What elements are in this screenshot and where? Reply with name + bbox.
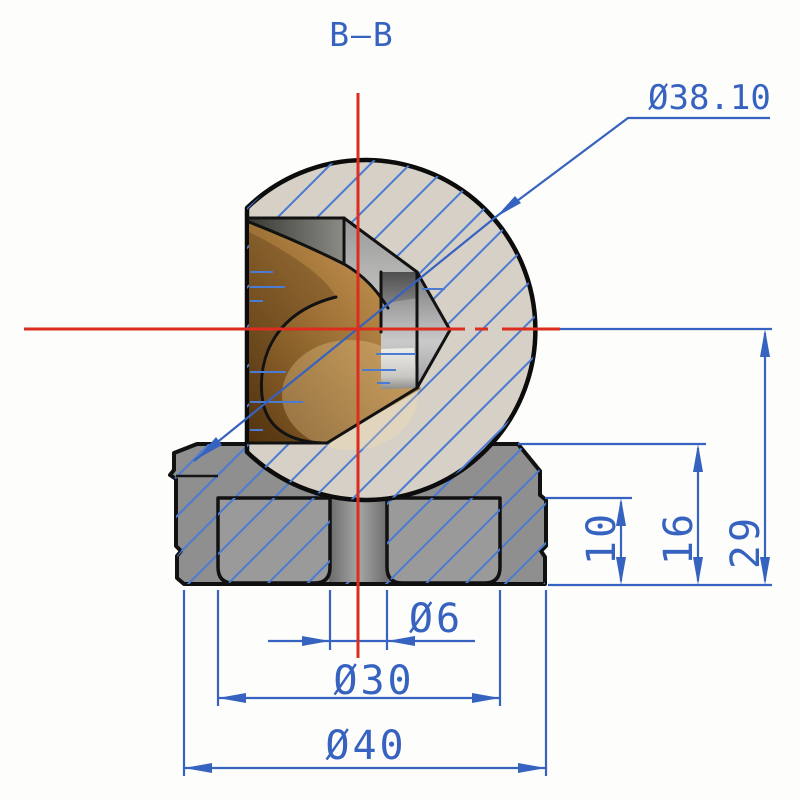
cavity-cone-surface [249, 220, 421, 443]
seat-block-right-hatching [387, 498, 500, 583]
dimension-ball-leader [193, 116, 770, 462]
cavity-edges [247, 216, 452, 445]
cavity-hatch-marks [250, 271, 445, 431]
cavity [247, 216, 452, 450]
leader-arrow-upper [496, 196, 521, 217]
section-title: B–B [329, 15, 395, 54]
leader-arrow-lower [197, 437, 222, 459]
dim-seat-diameter-label: Ø30 [333, 658, 414, 704]
centerlines [24, 93, 560, 658]
cavity-seat-shadow [249, 232, 336, 443]
dim-ball-diameter-label: Ø38.10 [648, 78, 771, 118]
dim-center-height-label: 29 [723, 515, 769, 569]
dimension-right-stack [518, 327, 772, 587]
base-housing [168, 442, 548, 586]
seat-block-left-hatching [218, 498, 330, 583]
dim-base-diameter-label: Ø40 [325, 723, 406, 769]
cavity-counterbore-step [381, 272, 417, 304]
cavity-bright-facet [381, 348, 417, 389]
dim-step-height-label: 10 [579, 511, 625, 565]
dimension-bottom-stack [182, 590, 548, 776]
dim-base-height-label: 16 [656, 511, 702, 565]
dim-hole-diameter-label: Ø6 [409, 596, 463, 642]
